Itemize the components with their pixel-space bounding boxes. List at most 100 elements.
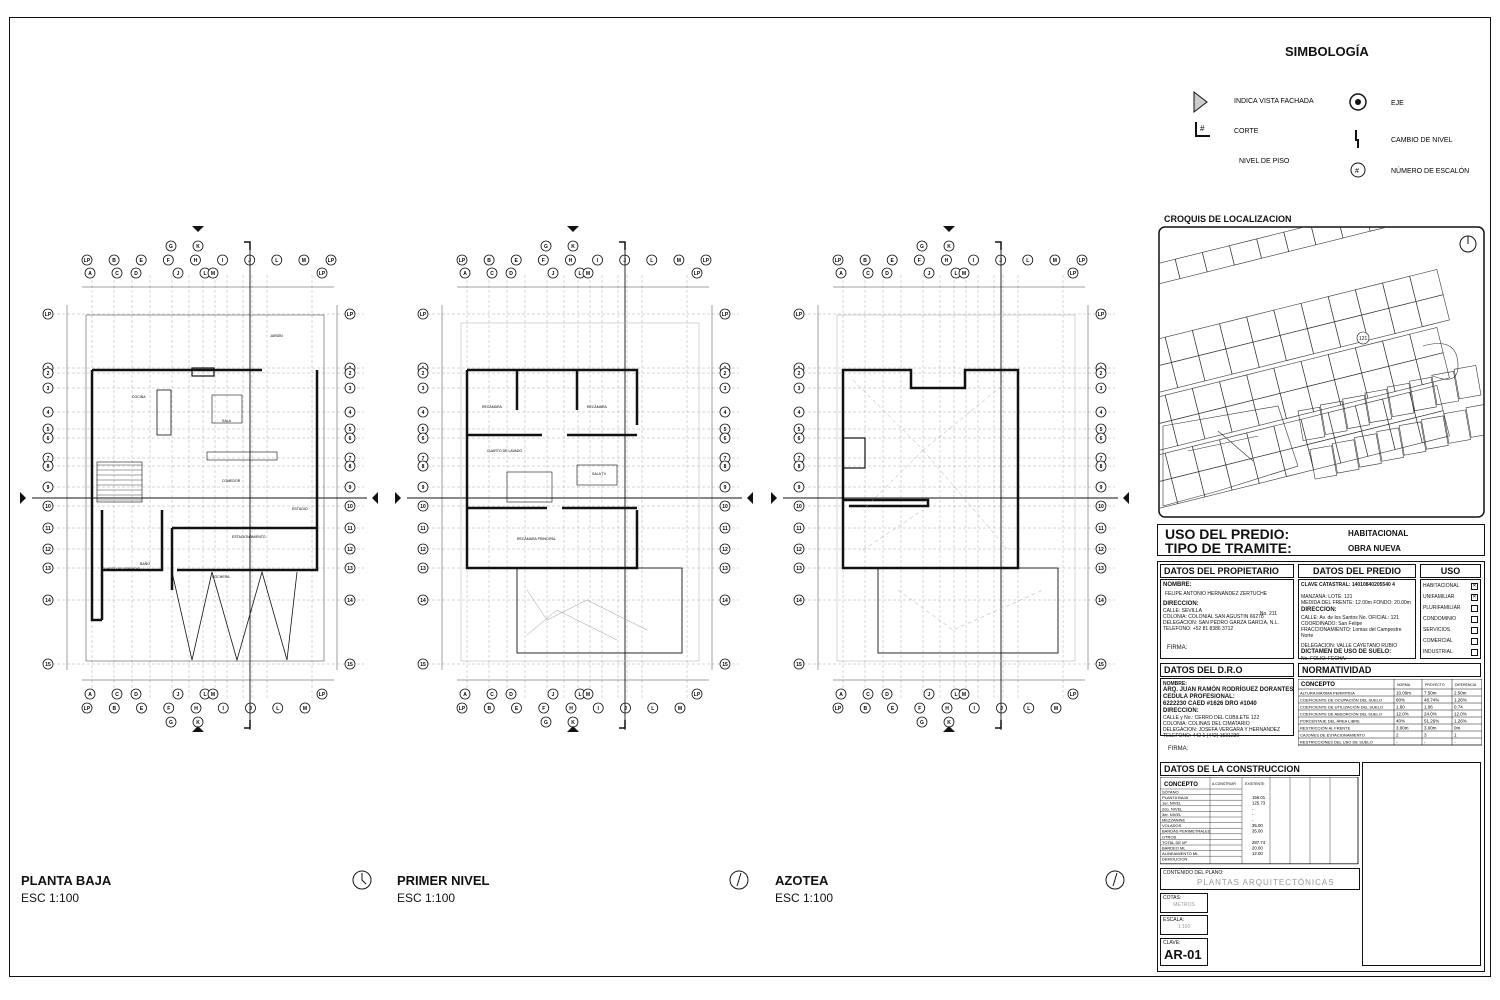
grid-axis-icon — [1067, 267, 1079, 279]
grid-label: G — [544, 720, 548, 726]
grid-axis-icon — [299, 702, 311, 714]
construccion-concepto: VOLADOS — [1162, 823, 1182, 828]
lot — [1453, 365, 1482, 400]
predio-calle: CALLE: Av. de los Santos No. OFICIAL: 12… — [1301, 615, 1399, 621]
drawing-frame — [9, 17, 1491, 977]
grid-label: G — [544, 244, 548, 250]
grid-label: LP — [835, 258, 842, 264]
grid-axis-icon — [793, 367, 805, 379]
uso-item-label: INDUSTRIAL — [1423, 649, 1453, 655]
grid-label: M — [211, 271, 215, 277]
grid-axis-icon — [316, 267, 328, 279]
grid-axis-icon — [941, 254, 952, 266]
grid-label: D — [509, 271, 513, 277]
grid-axis-icon — [923, 688, 935, 700]
grid-label: 5 — [422, 427, 425, 433]
grid-axis-icon — [719, 382, 731, 394]
lot — [1309, 445, 1338, 480]
checkbox-icon: ✕ — [1471, 594, 1478, 601]
grid-axis-icon — [793, 481, 805, 493]
grid-axis-icon — [886, 254, 898, 266]
grid-axis-icon — [81, 254, 93, 266]
normatividad-cell: COEFICIENTE DE UTILIZACIÓN DEL SUELO — [1300, 705, 1383, 710]
uso-header: USO — [1420, 564, 1481, 578]
predio-coordinado: COORDINADO: San Felipe — [1301, 621, 1363, 627]
normatividad-cell: 1.60 — [1396, 705, 1405, 710]
grid-axis-icon — [835, 688, 847, 700]
grid-label: 6 — [1100, 436, 1103, 442]
grid-axis-icon — [793, 543, 805, 555]
grid-axis-icon — [417, 308, 429, 320]
contenido-box: CONTENIDO DEL PLANO: PLANTAS ARQUITECTÓN… — [1160, 868, 1360, 890]
grid-label: 12 — [1098, 547, 1104, 553]
grid-axis-icon — [42, 594, 54, 606]
grid-axis-icon — [344, 460, 356, 472]
uso-item: UNIFAMILIAR✕ — [1423, 594, 1478, 602]
uso-item-label: PLURIFAMILIAR — [1423, 605, 1461, 611]
construccion-existente: - — [1252, 812, 1254, 817]
normatividad-cell: 0.74 — [1454, 705, 1463, 710]
grid-label: 13 — [45, 566, 51, 572]
propietario-telefono: TELEFONO: +52 81 8386 3712 — [1163, 626, 1234, 632]
grid-axis-icon — [42, 522, 54, 534]
lot — [1415, 352, 1450, 386]
grid-axis-icon — [217, 254, 228, 266]
normatividad-cell: RESTRICCIONES DEL USO DE SUELO — [1300, 740, 1373, 745]
lot — [1354, 433, 1382, 468]
construccion-existente: 35.00 — [1252, 829, 1263, 834]
grid-label: 15 — [722, 662, 728, 668]
grid-axis-icon — [719, 594, 731, 606]
uso-predio-value: HABITACIONAL — [1348, 529, 1409, 538]
floor-level-label: NIVEL DE PISO — [1239, 158, 1290, 165]
grid-axis-icon — [344, 406, 356, 418]
grid-label: 7 — [422, 456, 425, 462]
grid-axis-icon — [719, 460, 731, 472]
grid-label: 11 — [796, 526, 802, 532]
room-label: SALA TV — [592, 472, 607, 476]
grid-axis-icon — [483, 254, 495, 266]
grid-axis-icon — [42, 367, 54, 379]
dro-cedula-label: CEDULA PROFESIONAL: — [1163, 694, 1235, 700]
facade-arrow-icon — [395, 492, 401, 504]
grid-axis-icon — [537, 254, 549, 266]
grid-axis-icon — [344, 562, 356, 574]
grid-axis-icon — [108, 702, 120, 714]
grid-axis-icon — [943, 240, 955, 252]
grid-label: G — [920, 720, 924, 726]
grid-axis-icon — [417, 382, 429, 394]
grid-label: G — [169, 720, 173, 726]
checkbox-icon — [1471, 649, 1478, 656]
grid-label: F — [167, 706, 170, 712]
table — [211, 394, 243, 424]
grid-label: 2 — [798, 371, 801, 377]
grid-label: 13 — [1098, 566, 1104, 572]
grid-label: 12 — [722, 547, 728, 553]
grid-label: C — [866, 271, 870, 277]
grid-label: 12 — [45, 547, 51, 553]
grid-axis-icon — [417, 460, 429, 472]
grid-label: 2 — [724, 371, 727, 377]
construccion-col: A CONSTRUIR — [1212, 782, 1236, 786]
walls — [841, 368, 1020, 570]
grid-label: 15 — [420, 662, 426, 668]
lot — [1331, 439, 1360, 474]
grid-axis-icon — [84, 688, 96, 700]
stair — [506, 471, 553, 503]
lot — [1409, 377, 1437, 412]
grid-axis-icon — [1095, 308, 1107, 320]
grid-axis-icon — [968, 702, 980, 714]
roof-slab — [877, 567, 1059, 654]
room-label: JARDÍN — [270, 334, 283, 338]
dro-delegacion: DELEGACION: JOSEFA VERGARA Y HERNANDEZ — [1163, 727, 1281, 733]
grid-axis-icon — [316, 688, 328, 700]
grid-axis-icon — [1022, 254, 1034, 266]
park-area — [1162, 405, 1299, 507]
facade-arrow-icon — [192, 726, 204, 732]
clave-label: CLAVE: — [1163, 940, 1181, 946]
grid-label: 11 — [722, 526, 728, 532]
dro-firma: FIRMA: — [1168, 746, 1189, 752]
uso-item: CONDOMINIO — [1423, 616, 1478, 624]
grid-axis-icon — [483, 702, 495, 714]
dro-nombre: ARQ. JUAN RAMÓN RODRÍGUEZ DORANTES — [1163, 687, 1294, 693]
grid-axis-icon — [42, 658, 54, 670]
